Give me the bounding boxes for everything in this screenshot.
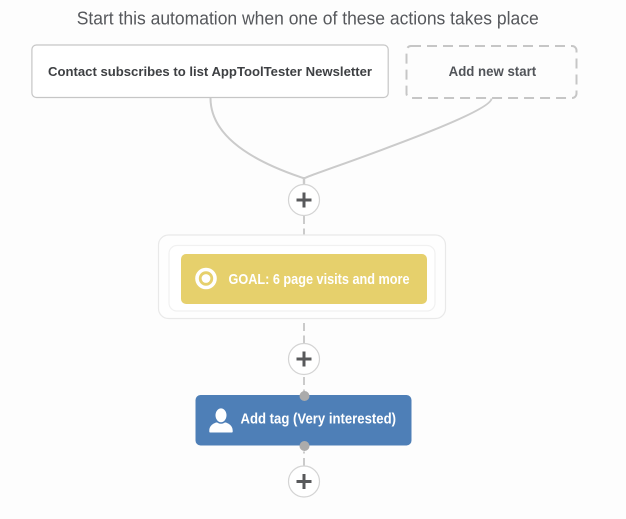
- svg-text:Add new start: Add new start: [449, 63, 537, 79]
- svg-text:GOAL: 6 page visits and more: GOAL: 6 page visits and more: [229, 271, 410, 288]
- svg-text:Start this automation when one: Start this automation when one of these …: [77, 8, 539, 28]
- svg-text:Contact subscribes to list App: Contact subscribes to list AppToolTester…: [48, 64, 372, 79]
- svg-text:Add tag (Very interested): Add tag (Very interested): [241, 411, 397, 428]
